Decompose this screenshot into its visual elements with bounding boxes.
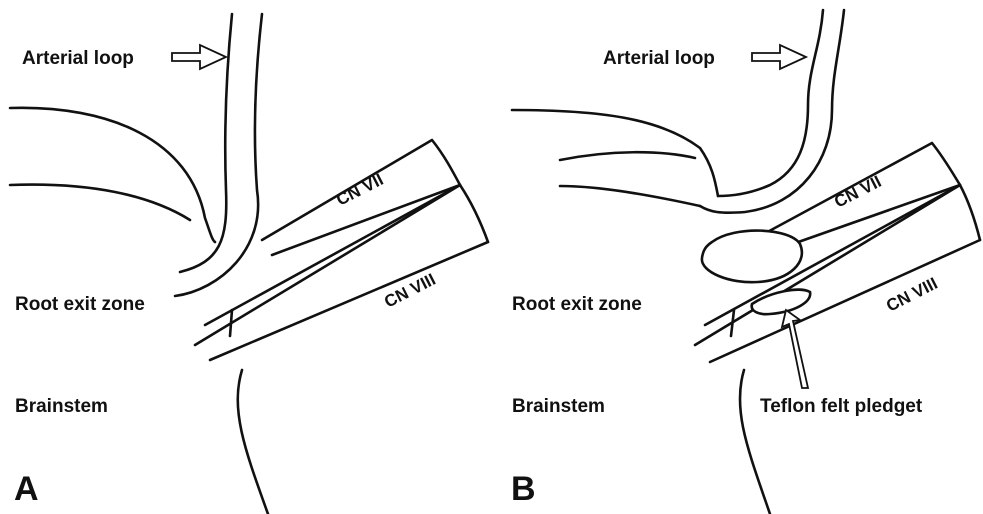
brainstem-label-a: Brainstem [15, 396, 108, 417]
arterial-loop-label-b: Arterial loop [603, 48, 715, 69]
cn7-label-b: CN VII [831, 172, 884, 212]
arterial-loop-vessel-b [512, 10, 844, 213]
panel-a: Arterial loop CN VII CN VIII Root exit z… [10, 14, 488, 514]
panel-letter-a: A [14, 470, 39, 508]
panel-letter-b: B [511, 470, 536, 508]
brainstem-outline-a [238, 370, 268, 514]
brainstem-label-b: Brainstem [512, 396, 605, 417]
cn8-nerve-a [195, 185, 488, 360]
brainstem-outline-b [740, 370, 770, 514]
pledget-upper [702, 231, 802, 283]
cn7-label-a: CN VII [333, 170, 386, 210]
root-exit-zone-label-b: Root exit zone [512, 294, 642, 315]
arterial-loop-arrow-b [752, 45, 806, 69]
panel-b: Arterial loop CN VII CN VIII Root exit z… [511, 10, 980, 514]
arterial-loop-label-a: Arterial loop [22, 48, 134, 69]
pledget-arrow [782, 310, 808, 388]
arterial-loop-arrow-a [172, 45, 226, 69]
root-exit-zone-label-a: Root exit zone [15, 294, 145, 315]
pledget-label: Teflon felt pledget [760, 396, 923, 417]
